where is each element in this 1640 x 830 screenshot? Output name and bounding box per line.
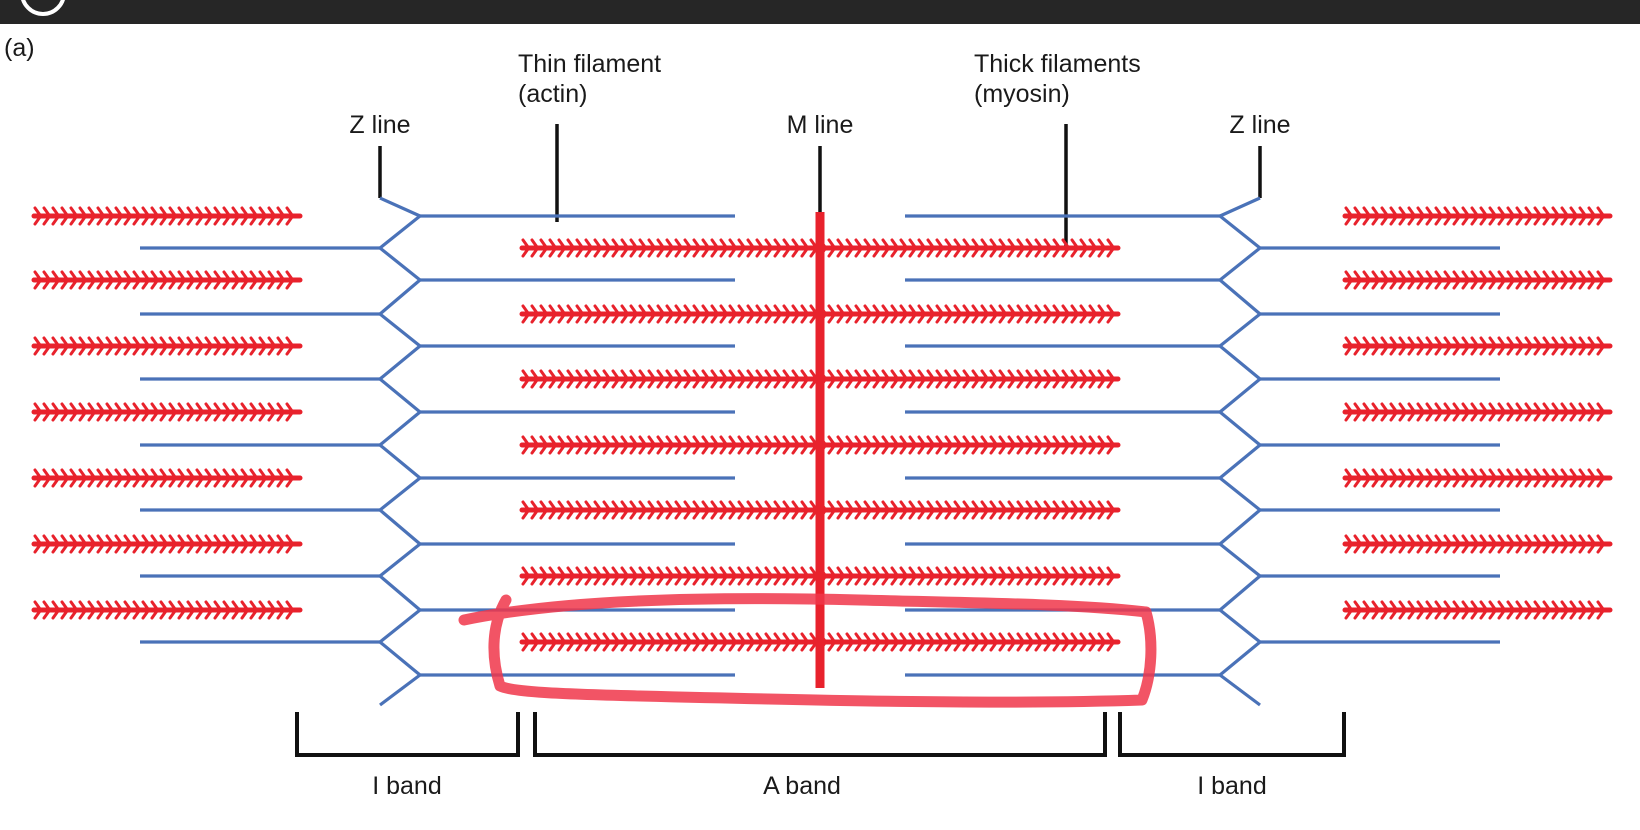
i-band-right-label: I band	[1197, 772, 1267, 800]
a-band-label: A band	[763, 772, 841, 800]
i-band-right-bracket	[1118, 712, 1346, 757]
thin-filament-sublabel: (actin)	[518, 80, 587, 108]
panel-label: (a)	[4, 34, 35, 62]
myosin-filament	[31, 402, 303, 422]
myosin-filament	[1342, 336, 1613, 356]
myosin-filament	[31, 600, 303, 620]
myosin-filament	[1342, 600, 1613, 620]
myosin-filament	[31, 534, 303, 554]
myosin-filament	[31, 336, 303, 356]
z-line-right	[1218, 196, 1262, 707]
myosin-filament	[31, 270, 303, 290]
myosin-filament	[1342, 206, 1613, 226]
i-band-left-label: I band	[372, 772, 442, 800]
i-band-left-bracket	[295, 712, 520, 757]
z-line-right-label: Z line	[1229, 111, 1290, 139]
highlight-annotation	[458, 593, 1157, 708]
myosin-filament	[31, 206, 303, 226]
myosin-filament	[1342, 468, 1613, 488]
z-line-left-label: Z line	[349, 111, 410, 139]
thick-filaments-sublabel: (myosin)	[974, 80, 1070, 108]
top-bar	[0, 0, 1640, 24]
z-line-left	[378, 196, 422, 707]
a-band-bracket	[533, 712, 1107, 757]
thin-filament-label: Thin filament	[518, 50, 661, 78]
m-line-label: M line	[787, 111, 854, 139]
myosin-filament	[1342, 270, 1613, 290]
myosin-filament	[1342, 402, 1613, 422]
myosin-filament	[31, 468, 303, 488]
myosin-filament	[1342, 534, 1613, 554]
thick-filaments-label: Thick filaments	[974, 50, 1141, 78]
